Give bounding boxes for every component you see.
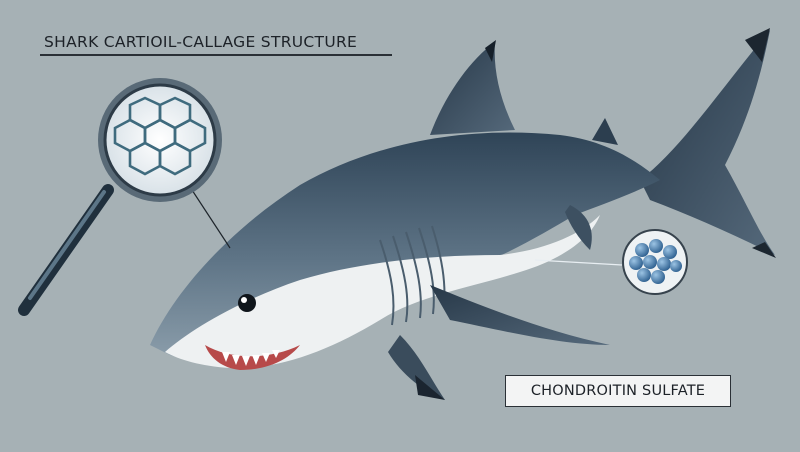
molecule-cluster-icon (622, 229, 688, 295)
shark-mouth (205, 345, 300, 370)
second-dorsal-fin (592, 118, 618, 145)
shark-eye (238, 294, 256, 312)
pectoral-fin (430, 285, 610, 345)
caudal-fin (640, 30, 775, 255)
shark-belly (165, 215, 600, 369)
title-underline (40, 54, 392, 56)
caudal-fin-tip (745, 28, 770, 62)
anal-fin (388, 335, 445, 400)
dorsal-fin-tip (485, 40, 496, 62)
callout-box: CHONDROITIN SULFATE (505, 375, 731, 407)
callout-label: CHONDROITIN SULFATE (530, 383, 706, 399)
connector-line-lens (191, 189, 231, 249)
cartilage-lattice (113, 96, 207, 176)
diagram-title: SHARK CARTIOIL-CALLAGE STRUCTURE (44, 33, 358, 51)
pelvic-fin (565, 205, 592, 250)
caudal-fin-lower-tip (752, 242, 776, 258)
connector-line-beads (534, 259, 623, 266)
magnifying-glass-icon (18, 78, 222, 316)
dorsal-fin (430, 42, 515, 135)
shark-teeth (222, 350, 280, 366)
